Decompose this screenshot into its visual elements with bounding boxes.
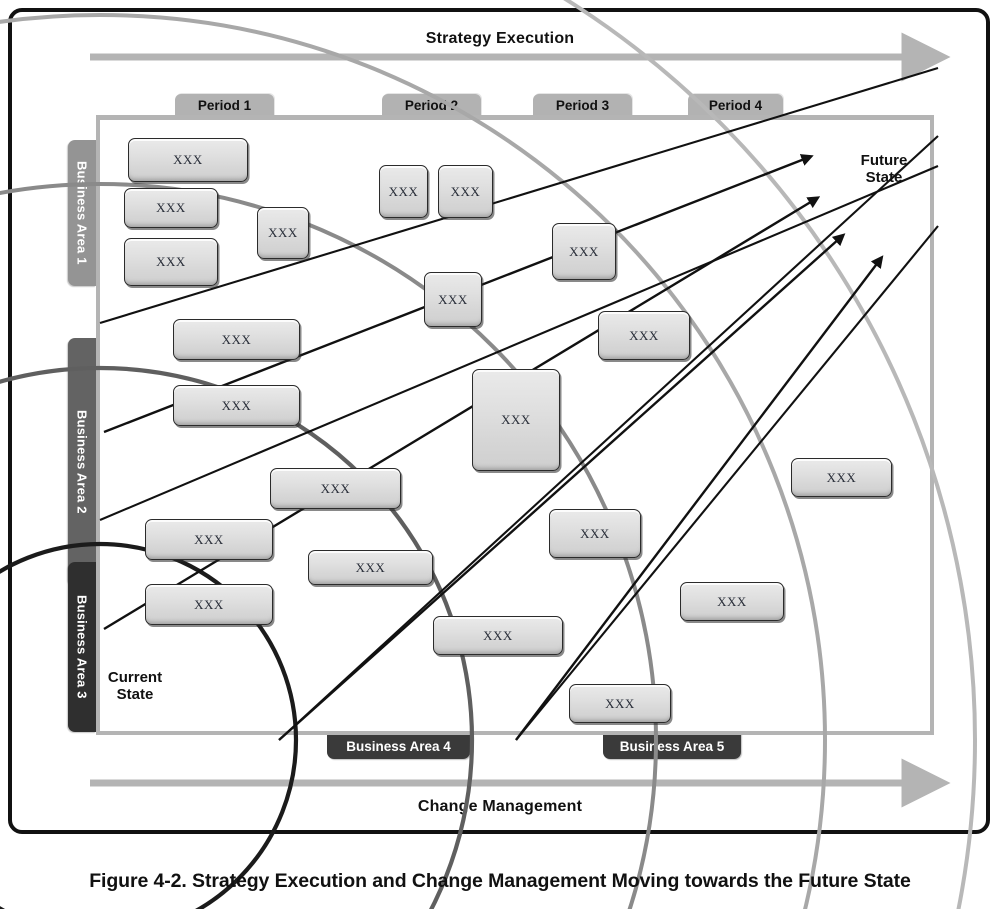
period-tab-1-label: Period 1	[197, 98, 252, 113]
initiative-node-label: XXX	[388, 183, 419, 199]
initiative-node-18[interactable]: XXX	[549, 509, 641, 558]
plot-area: XXX XXX XXX XXX XXX XXX XXX XXX XXX XXX XXX XXX XXX X…	[0, 0, 977, 909]
divider-area-4-5	[278, 135, 939, 741]
initiative-node-13[interactable]: XXX	[424, 272, 482, 327]
initiative-node-label: XXX	[268, 225, 298, 240]
initiative-node-14[interactable]: XXX	[472, 369, 560, 471]
initiative-node-12[interactable]: XXX	[438, 165, 493, 218]
business-area-tab-4[interactable]: Business Area 4	[327, 733, 470, 759]
initiative-node-label: XXX	[221, 331, 252, 347]
initiative-node-21[interactable]: XXX	[791, 458, 892, 497]
initiative-node-label: XXX	[605, 695, 635, 711]
divider-area-2-3	[99, 165, 939, 521]
initiative-node-label: XXX	[483, 627, 513, 643]
period-tab-4-label: Period 4	[708, 98, 763, 113]
initiative-node-label: XXX	[569, 243, 599, 259]
initiative-node-label: XXX	[450, 183, 481, 199]
initiative-node-15[interactable]: XXX	[433, 616, 563, 655]
period-tab-1[interactable]: Period 1	[175, 94, 274, 117]
initiative-node-label: XXX	[629, 327, 659, 343]
business-area-tab-2[interactable]: Business Area 2	[68, 338, 96, 586]
initiative-node-label: XXX	[501, 412, 531, 427]
initiative-node-5[interactable]: XXX	[173, 319, 300, 360]
period-tab-4[interactable]: Period 4	[688, 94, 783, 117]
initiative-node-label: XXX	[355, 559, 386, 575]
initiative-node-label: XXX	[156, 200, 186, 215]
business-area-tab-3[interactable]: Business Area 3	[68, 562, 96, 732]
arrow-to-future-state-4	[515, 255, 884, 741]
divider-area-5-end	[515, 225, 939, 741]
business-area-tab-3-label: Business Area 3	[74, 595, 90, 699]
initiative-node-label: XXX	[194, 531, 224, 547]
initiative-node-label: XXX	[717, 593, 747, 609]
current-state-label: Current State	[107, 669, 163, 704]
initiative-node-label: XXX	[221, 397, 252, 413]
initiative-node-3[interactable]: XXX	[124, 238, 218, 286]
period-tab-3[interactable]: Period 3	[533, 94, 632, 117]
period-3-arc	[0, 13, 827, 909]
initiative-node-label: XXX	[156, 254, 186, 269]
initiative-node-10[interactable]: XXX	[145, 584, 273, 625]
initiative-node-4[interactable]: XXX	[257, 207, 309, 259]
initiative-node-label: XXX	[438, 291, 468, 307]
future-state-label: Future State	[860, 152, 908, 187]
period-1-arc	[0, 366, 474, 909]
business-area-tab-1[interactable]: Business Area 1	[68, 140, 96, 286]
initiative-node-19[interactable]: XXX	[569, 684, 671, 723]
period-4-arc	[562, 0, 977, 909]
initiative-node-16[interactable]: XXX	[552, 223, 616, 280]
business-area-tab-2-label: Business Area 2	[74, 410, 90, 514]
period-2-arc	[0, 182, 658, 909]
business-area-tab-5[interactable]: Business Area 5	[603, 733, 741, 759]
initiative-node-9[interactable]: XXX	[308, 550, 433, 585]
initiative-node-6[interactable]: XXX	[173, 385, 300, 426]
business-area-tab-5-label: Business Area 5	[619, 738, 725, 754]
business-area-divider-group	[99, 66, 939, 741]
initiative-node-11[interactable]: XXX	[379, 165, 428, 218]
initiative-node-label: XXX	[194, 596, 224, 612]
figure-caption: Figure 4-2. Strategy Execution and Chang…	[89, 870, 911, 892]
initiative-node-label: XXX	[173, 152, 203, 167]
strategy-execution-label: Strategy Execution	[425, 30, 575, 47]
initiative-node-label: XXX	[580, 525, 610, 541]
divider-area-1-2	[99, 66, 939, 325]
current-state-arc	[0, 541, 299, 909]
business-area-tab-4-label: Business Area 4	[346, 738, 451, 754]
initiative-node-label: XXX	[826, 469, 857, 485]
arrow-to-future-state-3	[278, 233, 846, 741]
initiative-node-17[interactable]: XXX	[598, 311, 690, 360]
concentric-arc-group	[0, 0, 977, 909]
initiative-node-20[interactable]: XXX	[680, 582, 784, 621]
initiative-node-2[interactable]: XXX	[124, 188, 218, 228]
initiative-node-label: XXX	[320, 480, 351, 496]
period-tab-3-label: Period 3	[555, 98, 610, 113]
initiative-node-7[interactable]: XXX	[270, 468, 401, 509]
business-area-tab-1-label: Business Area 1	[74, 161, 90, 265]
initiative-node-1[interactable]: XXX	[128, 138, 248, 182]
change-management-label: Change Management	[417, 798, 583, 815]
initiative-node-8[interactable]: XXX	[145, 519, 273, 560]
